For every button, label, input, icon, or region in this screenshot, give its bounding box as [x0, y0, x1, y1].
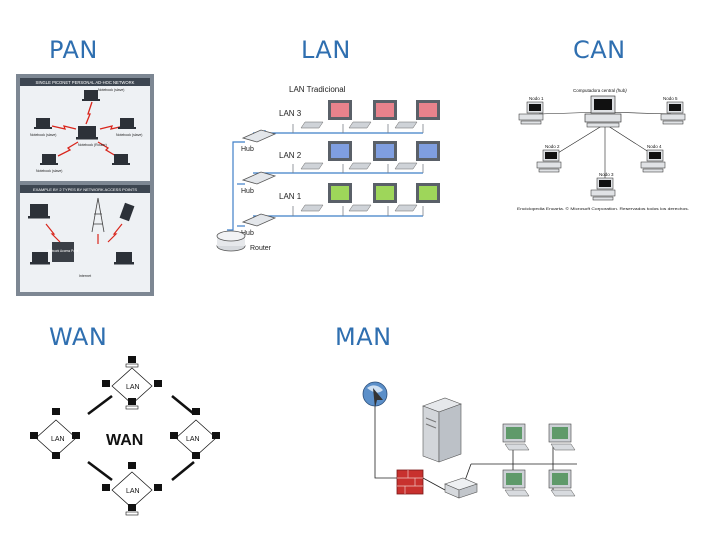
router-icon — [216, 230, 246, 252]
lan-diagram: LAN Tradicional Hub Hub Hub Router LAN 3… — [216, 85, 440, 252]
wan-diagram: WAN LAN LAN LAN LAN — [30, 356, 220, 516]
computer-icon — [30, 356, 220, 516]
pan-heading: PAN — [49, 36, 98, 64]
lan-label-2: LAN 2 — [279, 151, 302, 160]
can-diagram: Computadora central (hub) Nodo 1 Nodo 5 … — [517, 88, 689, 211]
pan-notebook-2: Notebook (slave) — [30, 133, 56, 137]
workstation-icon — [502, 423, 576, 497]
lan-router: Router — [250, 245, 272, 252]
globe-icon — [362, 381, 388, 408]
can-nodo3: Nodo 3 — [599, 172, 614, 177]
can-nodo5: Nodo 5 — [663, 96, 678, 101]
lan-title: LAN Tradicional — [289, 85, 346, 94]
lan-heading: LAN — [301, 36, 351, 64]
pan-internet: Internet — [79, 274, 91, 278]
pan-access-point: Network Access Point — [48, 249, 79, 253]
man-diagram — [362, 381, 577, 499]
lan-hub-3: Hub — [241, 230, 254, 237]
computer-icon — [300, 100, 440, 212]
server-icon — [422, 397, 462, 463]
pan-top-title: SINGLE PICONET PERSONAL AD-HOC NETWORK — [36, 80, 135, 85]
lan-hub-2: Hub — [241, 188, 254, 195]
pan-notebook-1: Notebook (slave) — [98, 88, 124, 92]
wan-center: WAN — [106, 432, 143, 449]
pan-bottom-title: EXAMPLE BY 2 TYPES BY NETWORK ACCESS POI… — [33, 187, 137, 192]
wan-lan-left: LAN — [51, 436, 65, 443]
can-central: Computadora central (hub) — [573, 88, 627, 93]
wan-lan-top: LAN — [126, 384, 140, 391]
firewall-icon — [396, 469, 424, 495]
lan-label-3: LAN 3 — [279, 109, 302, 118]
wan-heading: WAN — [49, 323, 108, 351]
man-heading: MAN — [335, 323, 392, 351]
laptop-icon — [34, 90, 136, 165]
pan-diagram: SINGLE PICONET PERSONAL AD-HOC NETWORK N… — [16, 74, 154, 296]
switch-icon — [444, 477, 478, 499]
lan-label-1: LAN 1 — [279, 192, 302, 201]
wan-lan-right: LAN — [186, 436, 200, 443]
pan-notebook-router: Notebook (Router) — [78, 143, 107, 147]
can-nodo2: Nodo 2 — [545, 144, 560, 149]
lan-hub-1: Hub — [241, 146, 254, 153]
computer-icon — [584, 95, 622, 128]
pan-notebook-3: Notebook (slave) — [116, 133, 142, 137]
can-heading: CAN — [573, 36, 626, 64]
pan-notebook-4: Notebook (slave) — [36, 169, 62, 173]
can-nodo4: Nodo 4 — [647, 144, 662, 149]
can-caption: Enciclopedia Encarta. © Microsoft Corpor… — [517, 206, 689, 211]
can-nodo1: Nodo 1 — [529, 96, 544, 101]
wan-lan-bottom: LAN — [126, 488, 140, 495]
